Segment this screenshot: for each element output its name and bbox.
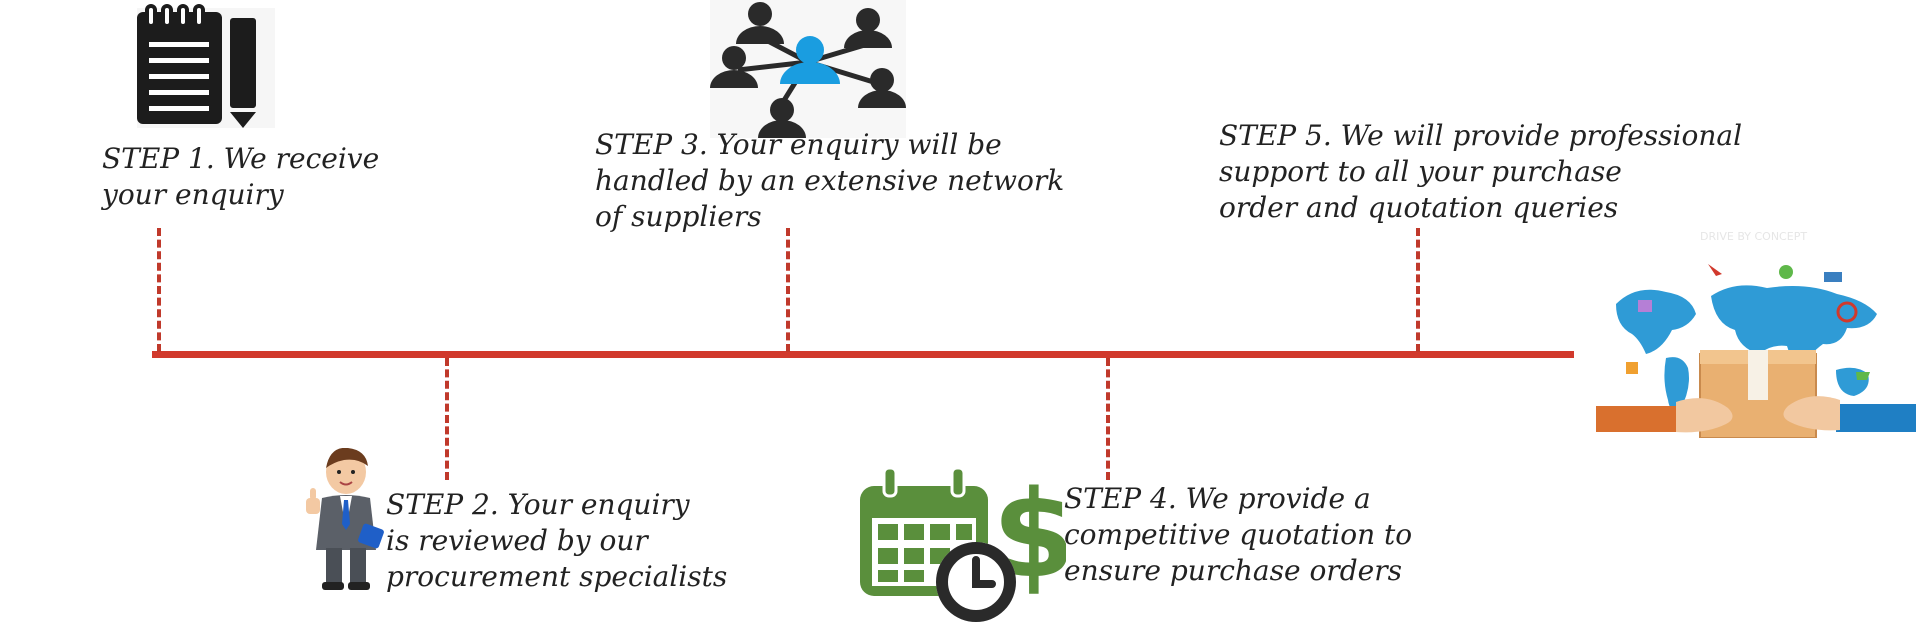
step-5-connector [1416,228,1420,352]
step-2-line-1: STEP 2. Your enquiry [386,488,690,521]
step-4-connector [1106,358,1110,480]
step-4-line-2: competitive quotation to [1064,518,1413,551]
step-1-line-2: your enquiry [102,178,284,211]
step-2-connector [445,358,449,480]
timeline-bar [152,351,1574,358]
supplier-network-icon [710,0,906,138]
step-3-line-2: handled by an extensive network [595,164,1065,197]
step-1-text: STEP 1. We receive your enquiry [102,141,379,213]
step-2-line-2: is reviewed by our [386,524,648,557]
step-1-line-1: STEP 1. We receive [102,142,380,175]
step-5-text: STEP 5. We will provide professional sup… [1219,118,1742,226]
step-3-text: STEP 3. Your enquiry will be handled by … [595,127,1064,235]
step-3-line-3: of suppliers [595,200,762,233]
step-2-text: STEP 2. Your enquiry is reviewed by our … [386,487,727,595]
notepad-pencil-icon [137,4,275,128]
businessman-icon [306,448,384,590]
step-3-line-1: STEP 3. Your enquiry will be [595,128,1002,161]
step-4-line-3: ensure purchase orders [1064,554,1402,587]
step-3-connector [786,228,790,352]
caption-text: DRIVE BY CONCEPT [1700,230,1808,243]
step-1-connector [157,228,161,352]
step-4-line-1: STEP 4. We provide a [1064,482,1371,515]
step-2-line-3: procurement specialists [386,560,728,593]
step-5-line-2: support to all your purchase [1219,155,1622,188]
global-delivery-icon [1596,264,1916,438]
step-5-line-3: order and quotation queries [1219,191,1619,224]
step-4-text: STEP 4. We provide a competitive quotati… [1064,481,1412,589]
step-5-line-1: STEP 5. We will provide professional [1219,119,1743,152]
calendar-dollar-icon: $ [860,466,1066,622]
